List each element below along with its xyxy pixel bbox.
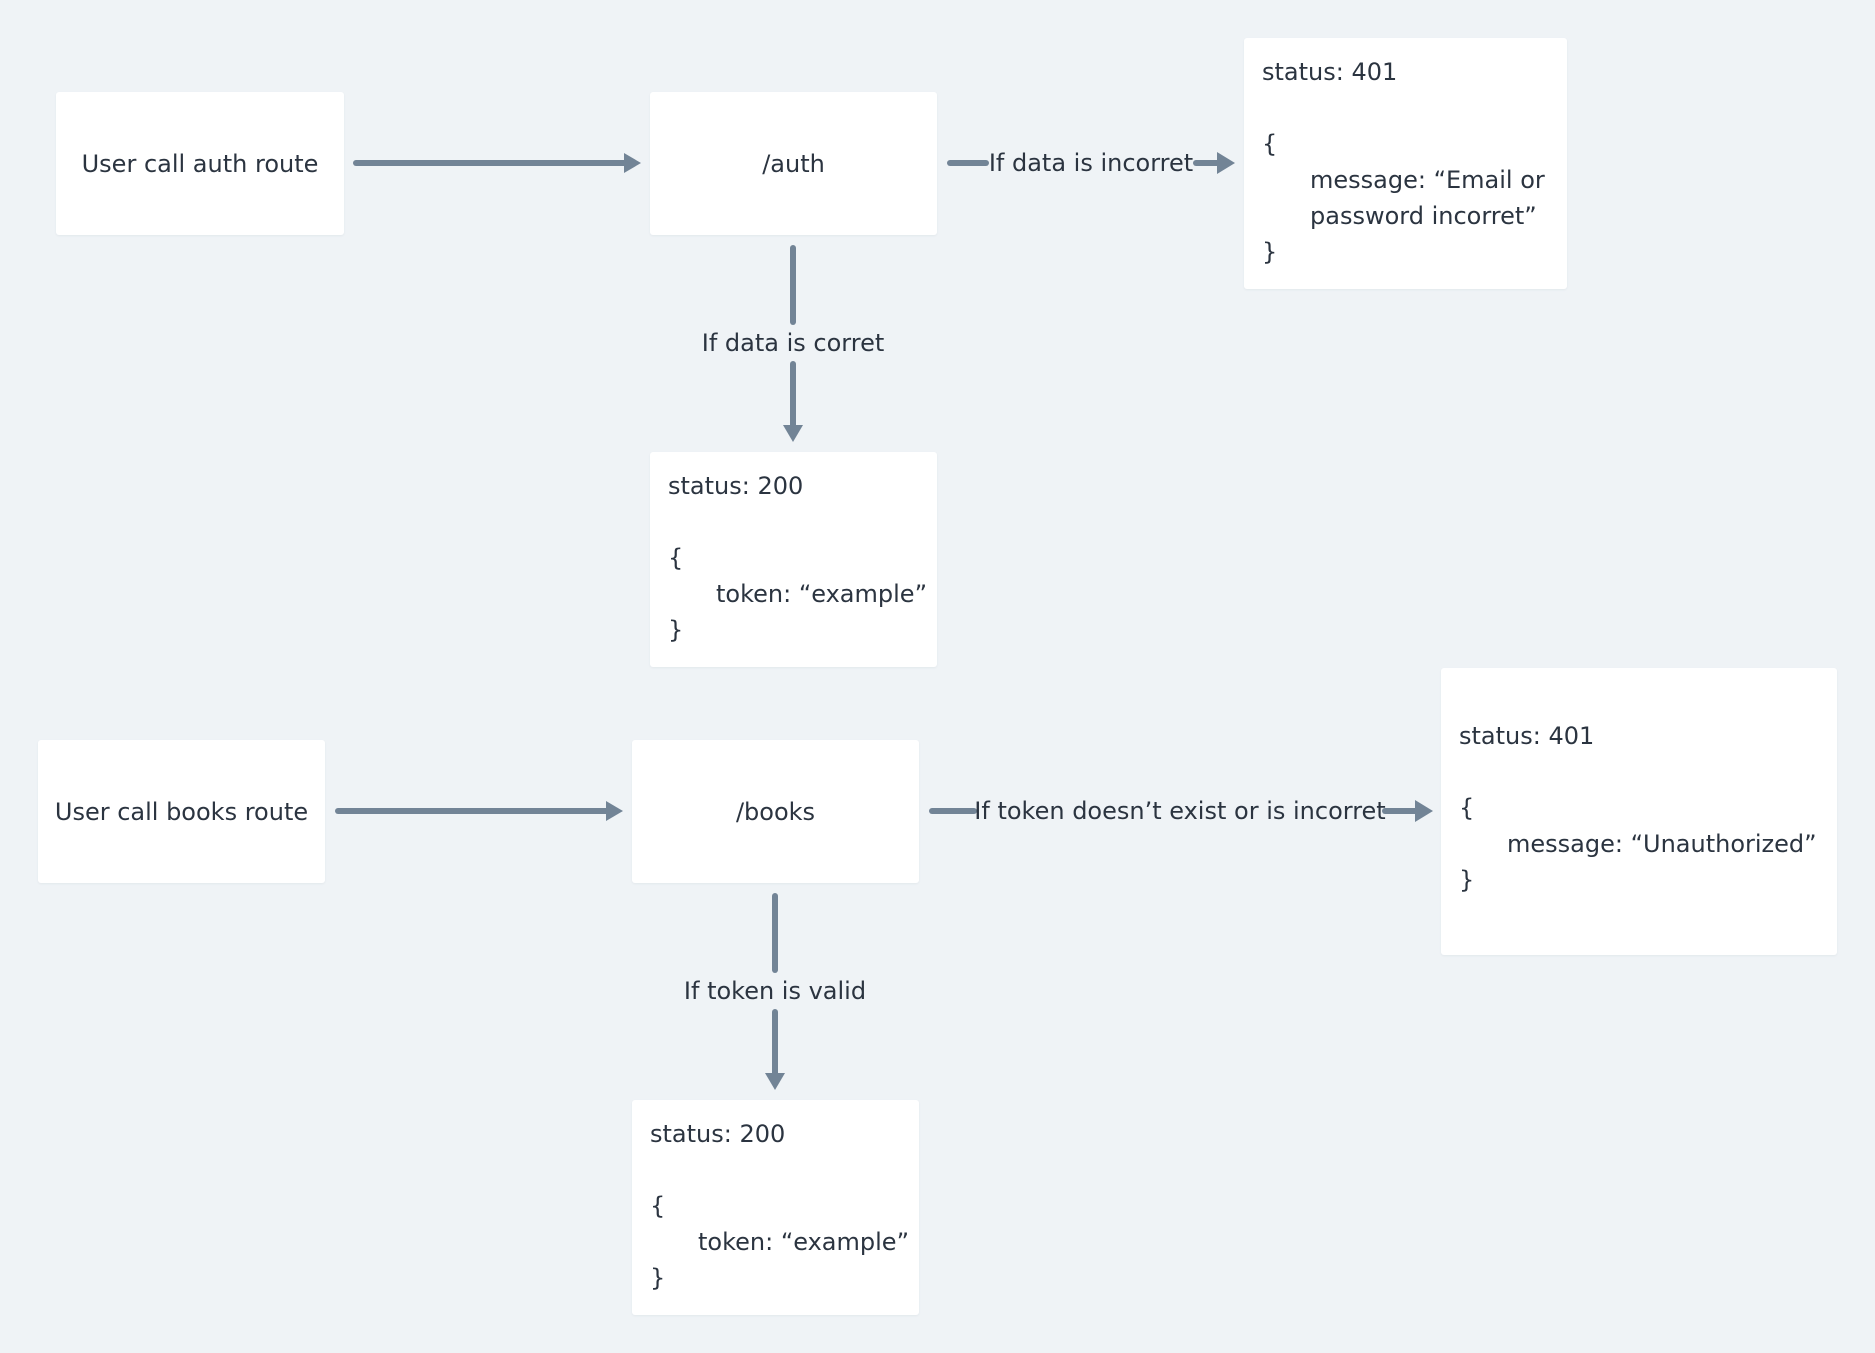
auth-200-open-brace: { [668,544,684,572]
books-401-close-brace: } [1459,866,1475,894]
arrow-user-to-auth [353,153,641,173]
user-call-books-route-node: User call books route [38,740,325,883]
user-call-auth-route-node: User call auth route [56,92,344,235]
auth-401-response-node: status: 401 { message: “Email or passwor… [1244,38,1567,289]
auth-incorrect-edge-label: If data is incorret [988,149,1194,177]
auth-200-token-line: token: “example” [716,580,927,608]
auth-200-close-brace: } [668,616,684,644]
auth-401-status: status: 401 [1262,58,1398,86]
auth-200-response-node: status: 200 { token: “example” } [650,452,937,667]
auth-route-node: /auth [650,92,937,235]
books-200-open-brace: { [650,1192,666,1220]
books-200-status: status: 200 [650,1120,786,1148]
auth-401-close-brace: } [1262,238,1278,266]
books-route-node: /books [632,740,919,883]
books-401-status: status: 401 [1459,722,1595,750]
arrow-user-to-books [335,801,623,821]
user-call-auth-route-label: User call auth route [81,149,319,178]
books-401-open-brace: { [1459,794,1475,822]
blank-line [1459,754,1819,790]
blank-line [668,504,919,540]
auth-401-message-line-2: password incorret” [1310,202,1537,230]
books-route-label: /books [735,797,816,826]
auth-route-label: /auth [762,149,825,178]
auth-correct-edge-label: If data is corret [701,329,885,357]
books-401-message-line: message: “Unauthorized” [1507,830,1817,858]
blank-line [1262,90,1549,126]
books-200-response-node: status: 200 { token: “example” } [632,1100,919,1315]
user-call-books-route-label: User call books route [54,797,309,826]
auth-401-message-line-1: message: “Email or [1310,166,1545,194]
books-401-response-node: status: 401 { message: “Unauthorized” } [1441,668,1837,955]
blank-line [650,1152,901,1188]
books-invalid-edge-label: If token doesn’t exist or is incorret [974,797,1386,825]
books-200-token-line: token: “example” [698,1228,909,1256]
books-200-close-brace: } [650,1264,666,1292]
books-valid-edge-label: If token is valid [683,977,867,1005]
auth-200-status: status: 200 [668,472,804,500]
auth-401-open-brace: { [1262,130,1278,158]
